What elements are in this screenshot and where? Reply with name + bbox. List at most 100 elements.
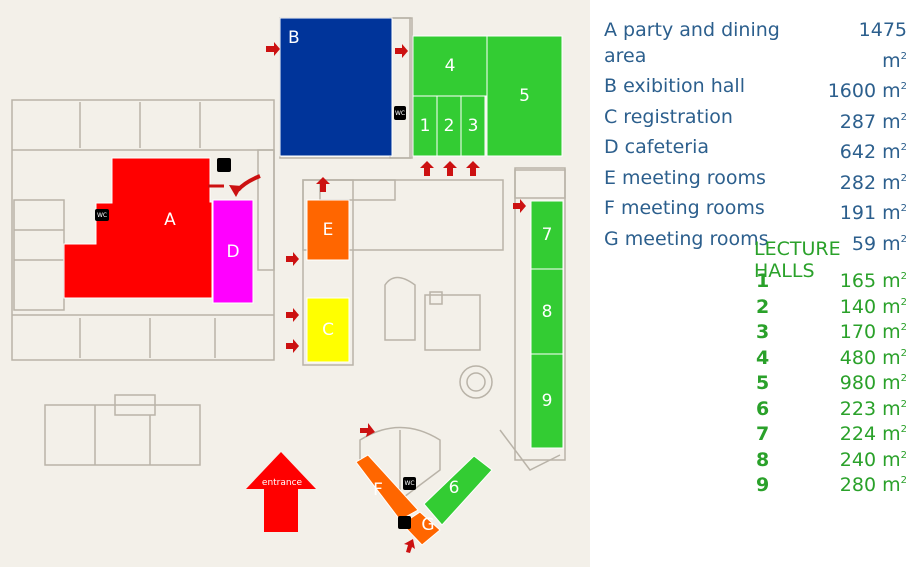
hall-area: 165 m2	[839, 270, 907, 292]
arrow-icon	[466, 161, 480, 176]
wc-label: WC	[404, 480, 415, 487]
wc-label: WC	[96, 211, 108, 219]
arrow-icon	[286, 339, 299, 353]
hall-2-label: 2	[443, 116, 455, 136]
hall-number: 4	[756, 346, 770, 369]
legend-row: C registration 287 m2	[604, 105, 907, 136]
room-f-label: F	[373, 480, 383, 500]
legend-label: D cafeteria	[604, 136, 710, 158]
hall-4	[412, 35, 488, 97]
legend-row: G meeting rooms 59 m2	[604, 227, 907, 258]
legend-label: A party and dining area	[604, 19, 780, 67]
arrow-icon	[360, 423, 375, 437]
legend-row: E meeting rooms 282 m2	[604, 166, 907, 197]
legend-label: E meeting rooms	[604, 166, 766, 189]
lecture-hall-row: 3 170 m2	[756, 321, 907, 343]
arrow-icon	[420, 161, 434, 176]
hall-area: 240 m2	[839, 448, 907, 471]
hall-7	[530, 200, 564, 270]
room-f	[355, 454, 419, 521]
legend-value: 191 m2	[839, 202, 907, 224]
hall-number: 1	[756, 270, 770, 292]
arrow-icon	[286, 252, 299, 266]
lecture-hall-row: 5 980 m2	[756, 372, 907, 394]
lecture-hall-row: 7 224 m2	[756, 423, 907, 445]
arrow-icon	[404, 539, 415, 553]
room-b-label: B	[288, 28, 300, 48]
room-a-label: A	[164, 210, 176, 230]
hall-4-label: 4	[444, 56, 456, 76]
elevator-icon	[217, 158, 231, 172]
wc-icon: WC	[403, 477, 416, 490]
lecture-halls-title: LECTURE HALLS	[754, 238, 841, 282]
arrow-icon	[443, 161, 457, 176]
hall-area: 140 m2	[839, 295, 907, 318]
hall-area: 480 m2	[839, 346, 907, 369]
legend-label: F meeting rooms	[604, 197, 765, 219]
legend-value: 1475 m2	[858, 19, 907, 72]
room-g-label: G	[421, 515, 435, 535]
room-e	[306, 199, 350, 261]
hall-area: 223 m2	[839, 397, 907, 420]
room-c-label: C	[322, 320, 334, 340]
lecture-hall-row: 1 165 m2	[756, 270, 907, 292]
elevator-icon	[398, 516, 411, 529]
entrance-arrow-icon	[246, 452, 316, 532]
arrow-icon	[266, 42, 280, 56]
hall-6-label: 6	[448, 478, 460, 498]
hall-number: 7	[756, 423, 770, 445]
legend-row: A party and dining area 1475 m2	[604, 18, 907, 74]
hall-number: 8	[756, 448, 770, 471]
hall-number: 5	[756, 372, 770, 394]
room-d	[212, 199, 254, 304]
legend-value: 1600 m2	[827, 80, 907, 102]
hall-area: 224 m2	[839, 423, 907, 445]
hall-3-label: 3	[467, 116, 479, 136]
legend-row: D cafeteria 642 m2	[604, 135, 907, 166]
hall-area: 280 m2	[839, 474, 907, 496]
room-b	[279, 17, 393, 157]
room-c	[306, 297, 350, 363]
room-shapes	[63, 17, 564, 546]
hall-2	[436, 95, 462, 157]
hall-5-label: 5	[519, 86, 530, 106]
arrow-icon	[286, 308, 299, 322]
legend-label: C registration	[604, 105, 733, 128]
hall-number: 6	[756, 397, 770, 420]
hall-number: 9	[756, 474, 770, 496]
legend-row: F meeting rooms 191 m2	[604, 196, 907, 227]
arrow-icon	[316, 177, 330, 192]
lecture-hall-row: 6 223 m2	[756, 398, 907, 420]
entrance-label: entrance	[261, 478, 303, 488]
legend-value: 642 m2	[839, 141, 907, 163]
legend-value: 282 m2	[839, 171, 907, 194]
wc-label: WC	[394, 109, 406, 117]
lecture-hall-row: 4 480 m2	[756, 347, 907, 369]
hall-9-label: 9	[541, 391, 553, 411]
hall-5	[486, 35, 563, 157]
lecture-hall-row: 9 280 m2	[756, 474, 907, 496]
hall-number: 3	[756, 321, 770, 343]
hall-8	[530, 268, 564, 355]
hall-8-label: 8	[541, 301, 553, 322]
arrow-icon	[236, 174, 261, 192]
room-e-label: E	[322, 220, 334, 240]
room-d-label: D	[226, 241, 240, 262]
legend-label: G meeting rooms	[604, 227, 769, 250]
hall-7-label: 7	[541, 225, 553, 245]
hall-area: 980 m2	[839, 372, 907, 394]
hall-area: 170 m2	[839, 321, 907, 343]
hall-1-label: 1	[419, 116, 431, 136]
access-arrows	[208, 42, 526, 553]
legend-value: 59 m2	[851, 232, 907, 255]
hall-3	[460, 95, 486, 157]
arrow-icon	[395, 44, 408, 58]
arrow-icon	[513, 199, 526, 213]
hall-6	[423, 455, 493, 526]
legend-value: 287 m2	[839, 110, 907, 133]
hall-9	[530, 353, 564, 449]
wc-icon: WC	[394, 106, 406, 120]
